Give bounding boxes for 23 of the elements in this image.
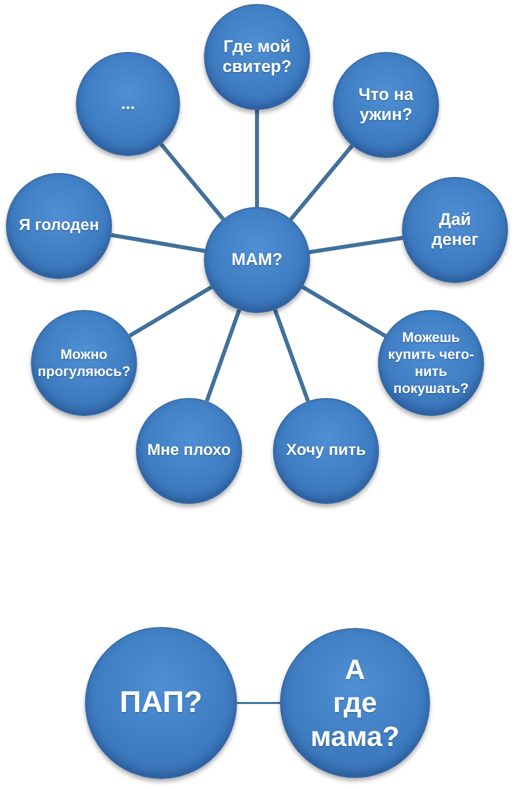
node-text: Можно прогуляюсь?: [36, 346, 132, 380]
node-text: МАМ?: [230, 250, 284, 270]
connector-line: [255, 110, 259, 207]
node-text: А где мама?: [310, 652, 400, 754]
connector-line: [128, 285, 213, 338]
node-text: Я голоден: [18, 216, 100, 236]
connector-line: [289, 144, 354, 221]
node-text: Мне плохо: [146, 441, 232, 461]
node-text: ПАП?: [118, 685, 204, 721]
connector-line: [110, 233, 206, 253]
connector-line: [302, 285, 386, 338]
connector-line: [160, 142, 225, 220]
node-text: Где мой свитер?: [222, 36, 292, 78]
connector-line: [273, 309, 310, 402]
node-text: ...: [120, 94, 136, 114]
node-text: Что на ужин?: [358, 84, 414, 126]
node-text: Можешь купить чего-нить покушать?: [387, 329, 475, 397]
connector-line: [309, 236, 403, 254]
connector-line: [204, 309, 242, 402]
circle-node: [204, 207, 310, 313]
connector-line: [237, 702, 280, 704]
node-text: Хочу пить: [285, 441, 367, 461]
node-text: Дай денег: [430, 210, 480, 250]
